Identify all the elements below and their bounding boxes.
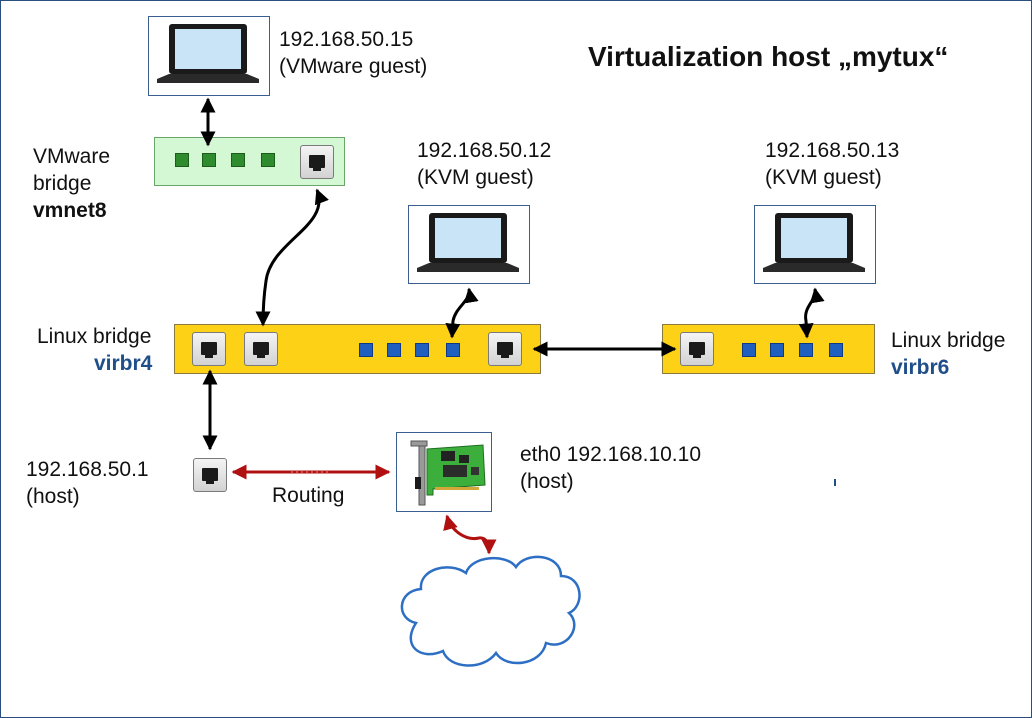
kvm-guest-1-box	[408, 205, 530, 284]
vmware-guest-role: (VMware guest)	[279, 55, 428, 78]
nic-label: eth0 192.168.10.10	[520, 443, 702, 466]
vmware-bridge-vmnet8	[154, 137, 345, 186]
kvm-guest-1-ip: 192.168.50.12	[417, 139, 552, 162]
bridge-port	[175, 153, 189, 167]
linux-bridge-6-name: virbr6	[891, 356, 950, 379]
vmware-guest-ip: 192.168.50.15	[279, 28, 414, 51]
nic-role: (host)	[520, 470, 574, 493]
bridge-port	[359, 343, 373, 357]
bridge-port	[387, 343, 401, 357]
link-kvm-guest-1-to-virbr4	[445, 287, 479, 339]
bridge-port	[770, 343, 784, 357]
bridge-port	[261, 153, 275, 167]
ethernet-port-icon	[300, 145, 334, 179]
cloud-icon	[400, 555, 581, 667]
linux-bridge-virbr4	[174, 324, 541, 374]
kvm-guest-1-role: (KVM guest)	[417, 166, 534, 189]
link-nic-to-cloud	[443, 514, 497, 555]
vmware-bridge-line1: VMware	[33, 145, 111, 168]
link-vmnet8-to-virbr4	[255, 188, 329, 327]
diagram-title: Virtualization host „mytux“	[588, 41, 949, 72]
bridge-port	[415, 343, 429, 357]
link-kvm-guest-2-to-virbr6	[798, 287, 825, 339]
bridge-port	[231, 153, 245, 167]
laptop-icon	[763, 213, 865, 272]
linux-bridge-6-label: Linux bridge	[891, 329, 1006, 352]
network-card-box	[396, 432, 492, 512]
ethernet-port-icon	[488, 332, 522, 366]
ethernet-port-icon	[244, 332, 278, 366]
routing-label: Routing	[272, 484, 345, 507]
vmware-bridge-line2: bridge	[33, 172, 92, 195]
network-card-icon	[410, 440, 486, 506]
laptop-icon	[417, 213, 519, 272]
laptop-icon	[157, 24, 259, 83]
host-port-ip: 192.168.50.1	[26, 458, 149, 481]
bridge-port	[742, 343, 756, 357]
kvm-guest-2-role: (KVM guest)	[765, 166, 882, 189]
ethernet-port-icon	[192, 332, 226, 366]
ethernet-port-icon	[193, 458, 227, 492]
linux-bridge-4-label: Linux bridge	[37, 325, 152, 348]
vmware-guest-box	[148, 16, 270, 96]
ethernet-port-icon	[680, 332, 714, 366]
kvm-guest-2-box	[754, 205, 876, 284]
bridge-port	[202, 153, 216, 167]
linux-bridge-virbr6	[662, 324, 875, 374]
vmware-bridge-name: vmnet8	[33, 199, 107, 222]
kvm-guest-2-ip: 192.168.50.13	[765, 139, 900, 162]
host-port-role: (host)	[26, 485, 80, 508]
linux-bridge-4-name: virbr4	[94, 352, 153, 375]
bridge-port	[829, 343, 843, 357]
bridge-port	[799, 343, 813, 357]
bridge-port	[446, 343, 460, 357]
